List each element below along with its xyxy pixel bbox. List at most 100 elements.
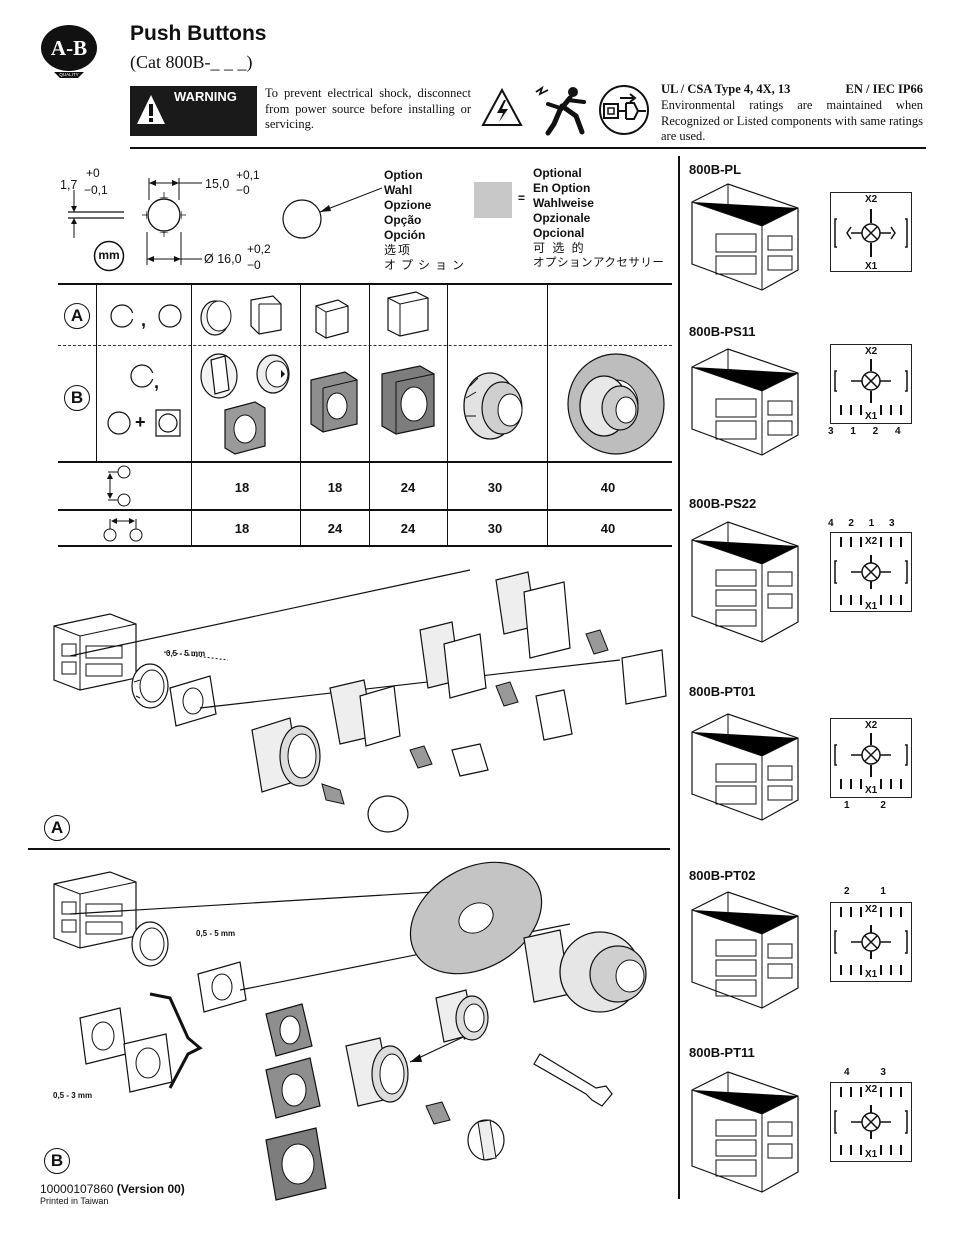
doc-version: (Version 00) [116, 1182, 185, 1196]
x1-label: X1 [865, 261, 878, 272]
schematic-pt02: X2 X1 [830, 902, 912, 982]
table-rule-mid2 [58, 509, 672, 511]
optional-legend: Optional En Option Wahlweise Opzionale O… [533, 166, 664, 271]
x1-label: X1 [865, 969, 878, 980]
dim-flat-tol-minus: −0 [236, 183, 250, 197]
round-button-icons [200, 295, 282, 336]
electric-shock-icon [481, 87, 523, 126]
vspace-value-5: 40 [600, 480, 616, 495]
lamp-symbol-icon [834, 733, 908, 789]
ps22-contacts: 4 2 1 3 [828, 518, 895, 529]
gap-label-a: 0,5 - 5 mm [166, 649, 206, 658]
square-button-icon [315, 299, 349, 339]
row-a-cutout-symbols [110, 304, 182, 328]
option-pt: Opção [384, 213, 422, 227]
table-col-line [191, 284, 192, 546]
table-col-line [547, 284, 548, 546]
optional-de: Wahlweise [533, 196, 594, 210]
lamp-symbol-icon [834, 359, 908, 415]
device-label-pt02: 800B-PT02 [689, 868, 756, 883]
device-label-pt11: 800B-PT11 [689, 1045, 755, 1060]
option-symbol [282, 187, 383, 239]
optional-it: Opzionale [533, 211, 591, 225]
option-es: Opción [384, 228, 426, 242]
person-shock-icon [535, 85, 586, 136]
optional-zh: 可 选 的 [533, 241, 586, 255]
column-divider [678, 156, 680, 1199]
row-a-comma: , [141, 310, 147, 330]
device-block-pl [691, 183, 799, 291]
printed-location: Printed in Taiwan [40, 1196, 109, 1206]
dim-diameter-tol-minus: −0 [247, 258, 261, 272]
device-block-pt11 [691, 1071, 799, 1193]
vspace-value-2: 18 [327, 480, 343, 495]
table-col-line [300, 284, 301, 546]
x2-label: X2 [865, 346, 878, 357]
assembly-b-drawing [53, 861, 647, 1201]
lamp-symbol-icon [834, 907, 908, 975]
ratings-title: UL / CSA Type 4, 4X, 13 EN / IEC IP66 [661, 82, 923, 97]
dim-thickness-value: 1,7 [60, 178, 78, 192]
table-col-line [96, 284, 97, 461]
section-divider [28, 848, 670, 850]
x1-label: X1 [865, 785, 878, 796]
lamp-symbol-icon [834, 209, 908, 257]
logo-text: A-B [51, 36, 87, 60]
ps11-contacts: 3 1 2 4 [828, 426, 901, 437]
x2-label: X2 [865, 536, 878, 547]
square-bezel-gray-icon [381, 365, 435, 435]
vspace-value-1: 18 [234, 480, 250, 495]
row-b-comma: , [154, 372, 160, 392]
dim-thickness-tol-minus: −0,1 [84, 183, 108, 197]
lamp-symbol-icon [834, 537, 908, 605]
en-iec-rating: EN / IEC IP66 [845, 82, 923, 96]
emergency-stop-icon [567, 353, 665, 455]
row-b-cutout-symbols [107, 364, 154, 435]
option-it: Opzione [384, 198, 432, 212]
x2-label: X2 [865, 904, 878, 915]
hspace-value-1: 18 [234, 521, 250, 536]
device-block-pt02 [691, 891, 799, 1009]
lamp-symbol-icon [834, 1087, 908, 1155]
panel-cutout-drawing [68, 178, 202, 265]
vspace-value-4: 30 [487, 480, 503, 495]
option-ja: オプション [384, 258, 470, 272]
warning-triangle-icon [137, 95, 165, 124]
optional-swatch [474, 182, 512, 218]
page-subtitle: (Cat 800B-_ _ _) [130, 52, 253, 72]
x2-label: X2 [865, 194, 878, 205]
option-en: Option [384, 168, 423, 182]
device-label-ps11: 800B-PS11 [689, 324, 756, 339]
device-label-pt01: 800B-PT01 [689, 684, 756, 699]
dim-flat-tol-plus: +0,1 [236, 168, 260, 182]
table-rule-bottom [58, 545, 672, 547]
hspace-value-2: 24 [327, 521, 343, 536]
optional-fr: En Option [533, 181, 591, 195]
schematic-pl: X2 X1 [830, 192, 912, 272]
anti-rotation-plate-icon [155, 409, 181, 437]
unit-label: mm [98, 248, 120, 262]
row-label-a: A [64, 303, 90, 329]
warning-box: WARNING [130, 86, 257, 136]
section-label-a: A [44, 815, 70, 841]
optional-es: Opcional [533, 226, 585, 240]
schematic-pt11: X2 X1 [830, 1082, 912, 1162]
warning-label: WARNING [174, 89, 237, 104]
document-number: 10000107860 (Version 00) [40, 1182, 185, 1196]
selector-and-key-icons [200, 353, 290, 455]
hspace-value-4: 30 [487, 521, 503, 536]
table-rule-mid [58, 461, 672, 463]
table-col-line [447, 284, 448, 546]
large-square-button-icon [387, 291, 429, 337]
horizontal-spacing-icon [103, 518, 143, 542]
x1-label: X1 [865, 601, 878, 612]
device-block-ps22 [691, 521, 799, 643]
hspace-value-3: 24 [400, 521, 416, 536]
option-legend: Option Wahl Opzione Opção Opción 选项 オプショ… [384, 168, 469, 273]
row-label-b: B [64, 385, 90, 411]
vspace-value-3: 24 [400, 480, 416, 495]
row-b-plus: + [135, 412, 146, 432]
pt02-contacts: 2 1 [844, 886, 886, 897]
mm-unit-icon [93, 240, 125, 272]
optional-ja: オプションアクセサリー [533, 257, 665, 269]
